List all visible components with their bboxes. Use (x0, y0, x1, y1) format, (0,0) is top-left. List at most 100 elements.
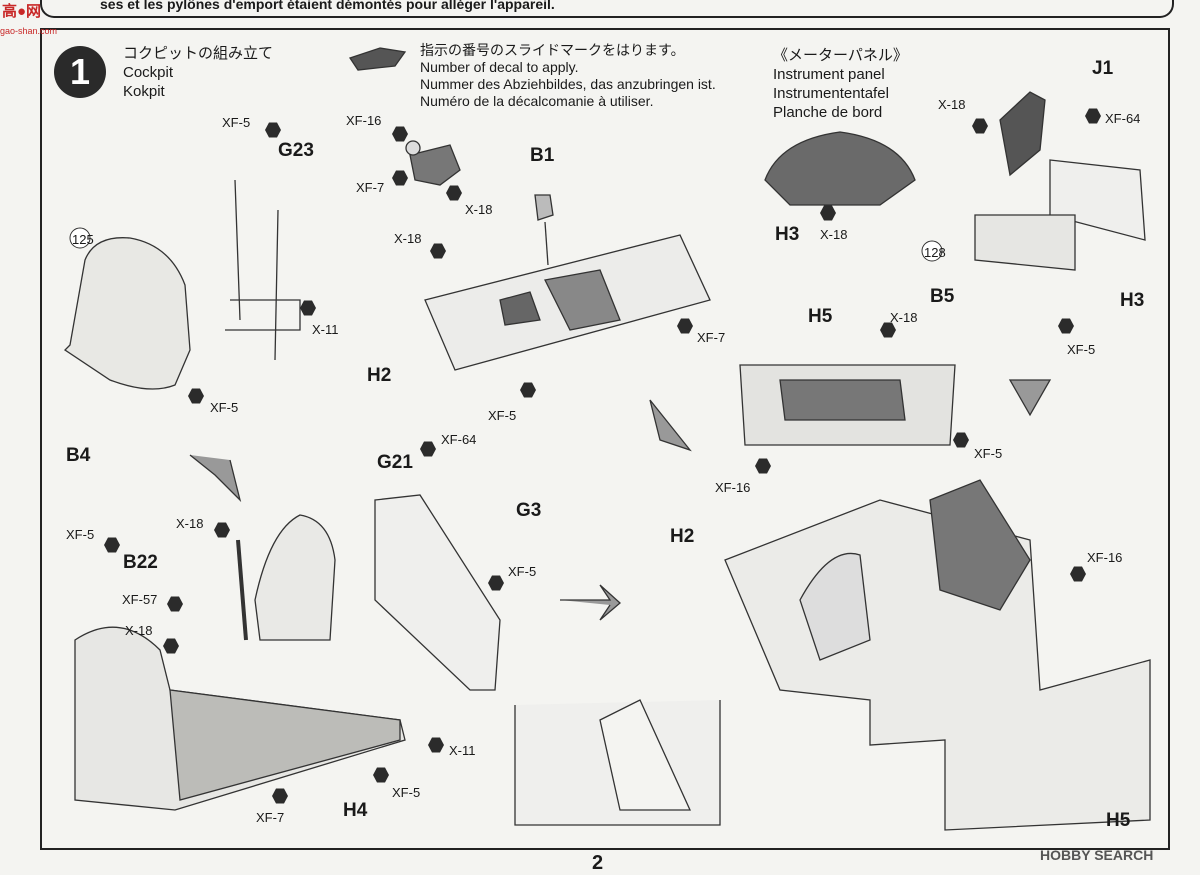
paint-chip-icon (1070, 566, 1086, 582)
instrument-panel-icon (764, 131, 916, 206)
arrow-down-1-icon (189, 454, 242, 503)
part-label-h2-bottom: H2 (670, 526, 695, 547)
step-title-jp: コクピットの組み立て (123, 45, 274, 62)
decal-125-label: 125 (72, 232, 94, 247)
control-stick-icon (236, 539, 248, 641)
panel-heading-jp: 《メーターパネル》 (773, 47, 908, 64)
seat-side-view-icon (514, 699, 721, 826)
paint-code: XF-64 (441, 432, 477, 447)
arrow-down-2-icon (649, 399, 692, 452)
paint-chip-icon (300, 300, 316, 316)
panel-heading-de: Instrumententafel (773, 85, 889, 102)
paint-chip-icon (446, 185, 462, 201)
instrument-panel-heading: 《メーターパネル》 Instrument panel Instrumentent… (773, 46, 908, 122)
paint-chip-icon (188, 388, 204, 404)
paint-code: XF-5 (222, 115, 251, 130)
paint-code: XF-5 (210, 400, 239, 415)
paint-chip-icon (163, 638, 179, 654)
paint-chip-icon (677, 318, 693, 334)
paint-chip-icon (520, 382, 536, 398)
part-label-b22: B22 (123, 552, 158, 573)
decal-slide-mark-icon (348, 47, 407, 71)
paint-chip-icon (392, 126, 408, 142)
paint-chip-icon (488, 575, 504, 591)
step-frame (40, 28, 1170, 850)
seat-frame-part-icon (225, 179, 301, 361)
part-label-b1: B1 (530, 145, 555, 166)
part-label-h5-bottom: H5 (1106, 810, 1131, 831)
part-label-h3-mid: H3 (775, 224, 800, 245)
paint-code: XF-16 (346, 113, 382, 128)
part-label-j1: J1 (1092, 58, 1114, 79)
seat-assembly-left-icon (254, 514, 336, 641)
console-box-icon (544, 269, 621, 331)
b1-leader (544, 221, 549, 266)
part-label-g3: G3 (516, 500, 542, 521)
paint-chip-icon (1085, 108, 1101, 124)
paint-code: XF-5 (392, 785, 421, 800)
paint-code: XF-5 (508, 564, 537, 579)
paint-chip-icon (104, 537, 120, 553)
paint-code: X-18 (125, 623, 153, 638)
part-label-h4: H4 (343, 800, 368, 821)
part-label-g21: G21 (377, 452, 413, 473)
continued-caption: ses et les pylônes d'emport étaient démo… (100, 0, 555, 12)
paint-chip-icon (272, 788, 288, 804)
b1-part-icon (534, 194, 554, 221)
panel-assembled-icon (929, 479, 1031, 611)
paint-chip-icon (1058, 318, 1074, 334)
decal-legend-en: Number of decal to apply. (420, 59, 579, 75)
cockpit-floor-left-icon (169, 689, 401, 801)
g3-bulkhead-icon (374, 494, 501, 691)
part-label-h5-top: H5 (808, 306, 833, 327)
part-label-h3-right: H3 (1120, 290, 1145, 311)
part-label-b5: B5 (930, 286, 955, 307)
b5-part-icon (974, 214, 1076, 271)
decal-125-marker-icon (69, 227, 91, 249)
paint-chip-icon (953, 432, 969, 448)
fuel-panel-part-icon (409, 144, 461, 186)
j1-part-icon (999, 91, 1046, 177)
paint-chip-icon (755, 458, 771, 474)
paint-chip-icon (430, 243, 446, 259)
decal-legend-de: Nummer des Abziehbildes, das anzubringen… (420, 76, 716, 92)
paint-code: XF-7 (256, 810, 285, 825)
part-label-h2-top: H2 (367, 365, 392, 386)
paint-chip-icon (820, 205, 836, 221)
part-label-g23: G23 (278, 140, 314, 161)
paint-chip-icon (214, 522, 230, 538)
paint-code: X-18 (176, 516, 204, 531)
arrow-right-icon (560, 584, 621, 621)
step-number-badge: 1 (54, 46, 106, 98)
seat-part-icon (63, 237, 191, 390)
paint-code: XF-5 (1067, 342, 1096, 357)
decal-legend: 指示の番号のスライドマークをはります。 Number of decal to a… (420, 42, 716, 110)
paint-code: XF-7 (356, 180, 385, 195)
paint-code: XF-57 (122, 592, 158, 607)
watermark-url-left: gao-shan.com (0, 26, 58, 36)
page-number: 2 (592, 852, 604, 874)
previous-text-box (40, 0, 1174, 18)
throttle-part-icon (499, 291, 541, 326)
paint-code: X-18 (820, 227, 848, 242)
paint-code: X-18 (938, 97, 966, 112)
paint-code: X-11 (312, 322, 339, 337)
paint-chip-icon (167, 596, 183, 612)
decal-legend-jp: 指示の番号のスライドマークをはります。 (420, 42, 685, 58)
paint-code: X-18 (465, 202, 493, 217)
panel-heading-en: Instrument panel (773, 66, 885, 83)
decal-128-marker-icon (921, 240, 943, 262)
paint-chip-icon (265, 122, 281, 138)
paint-code: XF-5 (488, 408, 517, 423)
step-title-de: Kokpit (123, 83, 165, 100)
paint-chip-icon (420, 441, 436, 457)
paint-code: X-18 (890, 310, 918, 325)
paint-code: XF-5 (974, 446, 1003, 461)
paint-chip-icon (373, 767, 389, 783)
paint-chip-icon (428, 737, 444, 753)
decal-128-label: 128 (924, 245, 946, 260)
paint-code: X-11 (449, 743, 476, 758)
paint-code: XF-5 (66, 527, 95, 542)
arrow-down-3-icon (1008, 379, 1052, 417)
